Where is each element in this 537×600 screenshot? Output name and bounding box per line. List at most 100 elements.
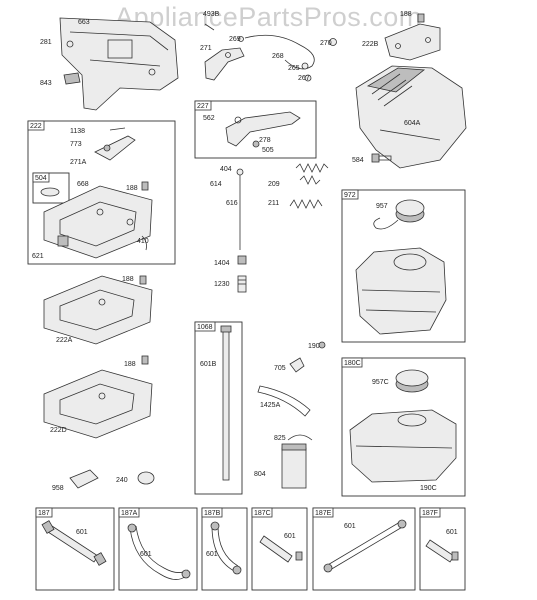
callout-269: 269 <box>229 36 241 43</box>
box-187B <box>201 507 248 591</box>
callout-1138: 1138 <box>70 128 85 135</box>
callout-601-c: 601 <box>206 551 218 558</box>
box-972-tag <box>341 189 359 200</box>
dipstick-tube-part-601B[interactable] <box>220 325 232 481</box>
box-972-label: 972 <box>344 192 356 199</box>
spring-part-211[interactable] <box>289 199 323 209</box>
callout-271A: 271A <box>70 159 87 166</box>
clip-part-705[interactable] <box>289 357 305 373</box>
callout-621: 621 <box>32 253 44 260</box>
box-187 <box>35 507 115 591</box>
screw-part-188-b[interactable] <box>141 181 149 191</box>
box-180C-tag <box>341 357 363 368</box>
callout-601-d: 601 <box>284 533 296 540</box>
bushing-part-240[interactable] <box>137 471 155 485</box>
small-parts-270-265-267[interactable] <box>238 36 337 82</box>
box-1068-label: 1068 <box>197 324 213 331</box>
callout-188-b: 188 <box>126 185 138 192</box>
box-187C-label: 187C <box>254 510 271 517</box>
throttle-bracket-part[interactable] <box>204 47 245 81</box>
box-187A-tag <box>118 507 140 518</box>
screw-part-1404[interactable] <box>237 255 247 265</box>
box-187C-tag <box>251 507 273 518</box>
lever-part-227[interactable] <box>225 111 301 148</box>
fuel-cap-part-957[interactable] <box>373 199 425 230</box>
box-227-label: 227 <box>197 103 209 110</box>
fuel-line-part-187[interactable] <box>41 520 107 566</box>
fuel-line-part-187A[interactable] <box>127 523 191 580</box>
callout-270: 270 <box>320 40 332 47</box>
callout-268: 268 <box>272 53 284 60</box>
clip-part-190[interactable] <box>318 341 326 349</box>
stud-part-1230[interactable] <box>237 275 247 293</box>
callout-209: 209 <box>268 181 280 188</box>
box-187-tag <box>35 507 53 518</box>
fuel-line-part-187E[interactable] <box>323 519 407 573</box>
callout-604A: 604A <box>404 120 421 127</box>
box-1068-tag <box>194 321 216 332</box>
screw-part-188-d[interactable] <box>141 355 149 365</box>
gasket-part-843[interactable] <box>63 72 81 85</box>
box-222-tag <box>27 120 45 131</box>
link-rod-part-616[interactable] <box>236 168 244 250</box>
box-187F-tag <box>419 507 441 518</box>
callout-705: 705 <box>274 365 286 372</box>
box-187E-label: 187E <box>315 510 332 517</box>
bracket-part-222B[interactable] <box>384 23 441 61</box>
callout-188-top: 188 <box>400 11 412 18</box>
washer-part-504[interactable] <box>40 187 60 197</box>
box-187C <box>251 507 308 591</box>
cover-part-604A[interactable] <box>355 65 467 169</box>
callout-601B: 601B <box>200 361 217 368</box>
callout-281: 281 <box>40 39 52 46</box>
fuel-line-part-187F[interactable] <box>425 539 459 563</box>
callout-1425A: 1425A <box>260 402 281 409</box>
callout-410: 410 <box>137 238 149 245</box>
callout-188-d: 188 <box>124 361 136 368</box>
callout-222B: 222B <box>362 41 379 48</box>
callout-188-c: 188 <box>122 276 134 283</box>
fuel-line-part-187B[interactable] <box>210 521 242 575</box>
callout-601-b: 601 <box>140 551 152 558</box>
solenoid-part-804[interactable] <box>281 434 313 489</box>
hose-part-1425A[interactable] <box>257 385 311 417</box>
screw-part-188-c[interactable] <box>139 275 147 285</box>
wire-part-410[interactable] <box>141 235 147 251</box>
spring-part-209[interactable] <box>295 163 329 173</box>
screw-part-584[interactable] <box>371 153 392 163</box>
callout-601-e: 601 <box>344 523 356 530</box>
callout-1230: 1230 <box>214 281 230 288</box>
box-180C-label: 180C <box>344 360 361 367</box>
box-972 <box>341 189 466 343</box>
callout-271: 271 <box>200 45 212 52</box>
base-plate-part-222[interactable] <box>43 185 153 259</box>
fuel-line-part-187C[interactable] <box>259 535 303 563</box>
base-plate-part-222A[interactable] <box>43 275 153 345</box>
fuel-tank-part-972[interactable] <box>355 247 447 335</box>
callout-957C: 957C <box>372 379 389 386</box>
screw-part-188-top[interactable] <box>417 13 425 23</box>
blower-housing-part[interactable] <box>59 17 179 111</box>
base-plate-part-222D[interactable] <box>43 369 153 439</box>
callout-222D: 222D <box>50 427 67 434</box>
fuel-cap-part-957C[interactable] <box>395 369 429 393</box>
box-187A-label: 187A <box>121 510 138 517</box>
box-187-label: 187 <box>38 510 50 517</box>
box-504 <box>32 172 70 204</box>
callout-663: 663 <box>78 19 90 26</box>
fuel-valve-part-958[interactable] <box>69 469 99 489</box>
governor-arm-part-271A[interactable] <box>94 127 136 161</box>
box-222-label: 222 <box>30 123 42 130</box>
callout-278: 278 <box>259 137 271 144</box>
choke-link-part-493B[interactable] <box>204 23 315 70</box>
callout-601-f: 601 <box>446 529 458 536</box>
callout-668: 668 <box>77 181 89 188</box>
callout-404: 404 <box>220 166 232 173</box>
callout-825: 825 <box>274 435 286 442</box>
callout-773: 773 <box>70 141 82 148</box>
spring-part-404[interactable] <box>299 175 321 185</box>
fuel-tank-part-180C[interactable] <box>349 409 457 483</box>
box-180C <box>341 357 466 497</box>
callout-614: 614 <box>210 181 222 188</box>
